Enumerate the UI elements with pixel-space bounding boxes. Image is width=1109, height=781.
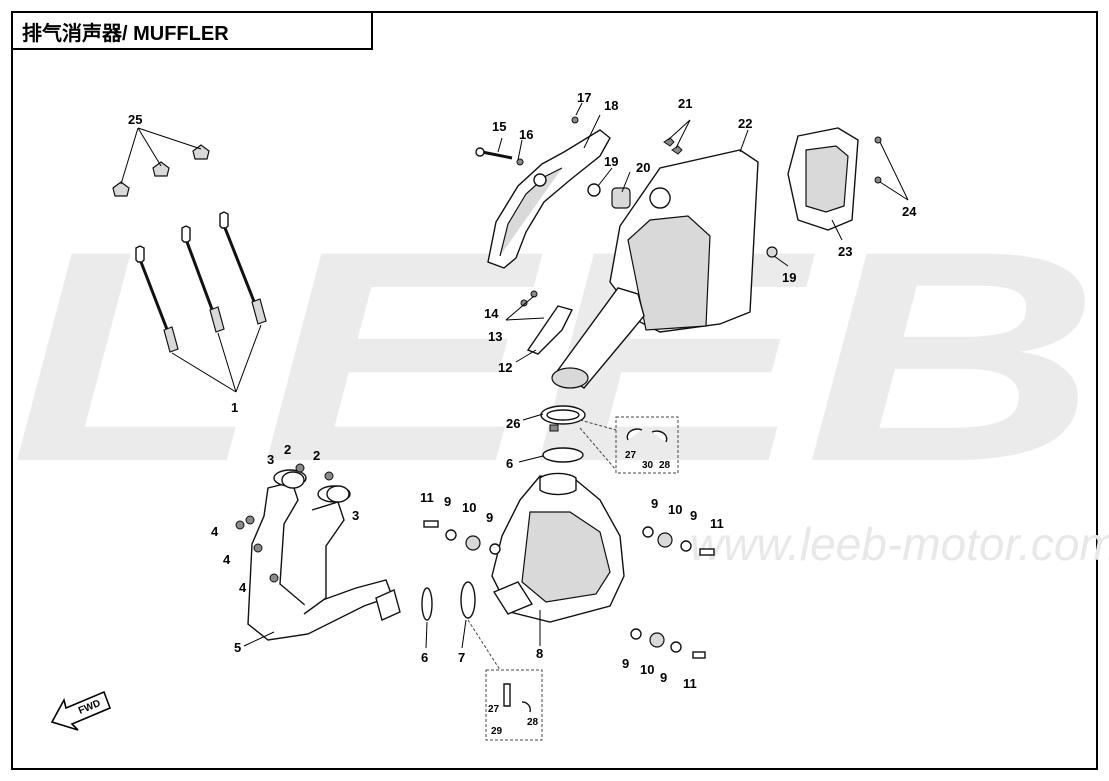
watermark: LEEB www.leeb-motor.com	[10, 188, 1109, 570]
callout-15: 15	[492, 119, 506, 134]
callout-4-a: 4	[211, 524, 219, 539]
callout-25: 25	[128, 112, 142, 127]
callout-28-upper: 28	[659, 460, 671, 471]
leader-lines	[243, 114, 843, 649]
callout-14: 14	[484, 306, 499, 321]
detail-box-lower	[467, 619, 543, 741]
callout-23: 23	[838, 244, 852, 259]
callout-9-f: 9	[660, 670, 667, 685]
callout-20: 20	[636, 160, 650, 175]
part-4-studs	[235, 515, 279, 583]
callout-11-right: 11	[710, 516, 724, 531]
callout-12: 12	[498, 360, 512, 375]
callout-9-e: 9	[622, 656, 629, 671]
callout-5: 5	[234, 640, 241, 655]
drawing-frame	[11, 11, 1098, 770]
part-9-10-11-fasteners	[423, 520, 715, 659]
callout-6-upper: 6	[506, 456, 513, 471]
callout-6-lower: 6	[421, 650, 428, 665]
callout-9-a: 9	[444, 494, 451, 509]
callout-7: 7	[458, 650, 465, 665]
callout-27-upper: 27	[625, 450, 637, 461]
title-box	[11, 11, 373, 50]
callout-2-right: 2	[313, 448, 320, 463]
part-3-gaskets	[281, 471, 350, 503]
part-23-end-cap	[787, 127, 909, 231]
part-25-clips	[112, 127, 210, 197]
callout-8: 8	[536, 646, 543, 661]
callout-11-left: 11	[420, 490, 434, 505]
callout-10-left: 10	[462, 500, 476, 515]
callout-22: 22	[738, 116, 752, 131]
callout-3-right: 3	[352, 508, 359, 523]
callout-27-lower: 27	[488, 704, 500, 715]
detail-box-upper	[579, 416, 679, 474]
callout-28-lower: 28	[527, 717, 539, 728]
part-12-bracket	[505, 290, 574, 355]
callout-19-lower: 19	[782, 270, 796, 285]
part-2-nuts	[295, 463, 334, 481]
callout-18: 18	[604, 98, 618, 113]
callout-29: 29	[491, 726, 503, 737]
fwd-arrow-icon: FWD	[50, 690, 112, 731]
watermark-url: www.leeb-motor.com	[690, 518, 1109, 570]
callout-17: 17	[577, 90, 591, 105]
callout-2-left: 2	[284, 442, 291, 457]
callout-24: 24	[902, 204, 917, 219]
callout-9-b: 9	[486, 510, 493, 525]
callout-10-right: 10	[668, 502, 682, 517]
callout-19-upper: 19	[604, 154, 618, 169]
callout-16: 16	[519, 127, 533, 142]
part-1-oxygen-sensors	[135, 211, 267, 393]
part-8-catalyst-box	[491, 472, 625, 623]
callout-30: 30	[642, 460, 654, 471]
part-5-header-pipes	[247, 469, 476, 641]
callout-26: 26	[506, 416, 520, 431]
callout-3-left: 3	[267, 452, 274, 467]
callout-10-lower: 10	[640, 662, 654, 677]
callout-4-c: 4	[239, 580, 247, 595]
callout-21: 21	[678, 96, 692, 111]
part-6-gasket-upper	[542, 447, 584, 463]
watermark-brand: LEEB	[10, 188, 1100, 524]
callout-11-lower: 11	[683, 676, 697, 691]
callout-4-b: 4	[223, 552, 231, 567]
page-title: 排气消声器/ MUFFLER	[22, 23, 229, 45]
callout-13: 13	[488, 329, 502, 344]
part-18-heat-shield	[475, 102, 611, 269]
part-26-clamp	[540, 405, 586, 432]
callout-numbers: 25 1 17 18 21 22 15 16 19 20 24 23 19 14…	[128, 90, 917, 737]
callout-1: 1	[231, 400, 238, 415]
callout-9-c: 9	[651, 496, 658, 511]
part-22-muffler	[551, 137, 778, 389]
callout-9-d: 9	[690, 508, 697, 523]
